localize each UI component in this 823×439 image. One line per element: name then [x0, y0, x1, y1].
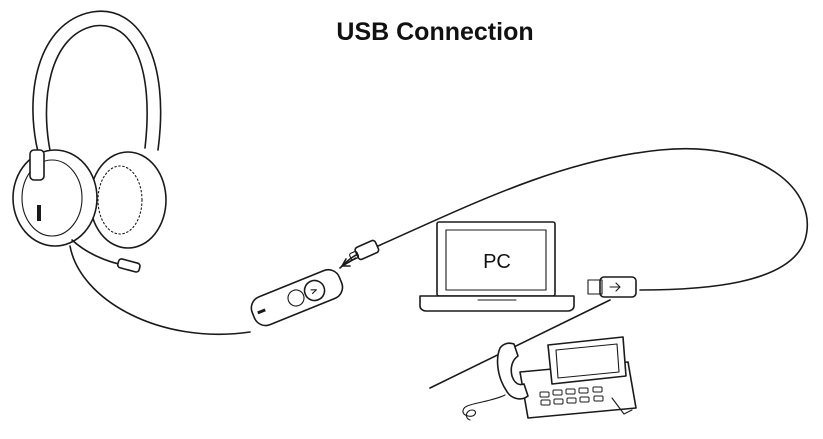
ear-mesh — [97, 165, 143, 235]
call-button — [303, 279, 326, 302]
pc-label: PC — [483, 251, 511, 273]
separator-line — [429, 299, 611, 389]
desk-phone — [462, 336, 637, 421]
headset-logo — [37, 205, 41, 221]
diagram-title: USB Connection — [336, 18, 534, 46]
usb-cable — [377, 148, 808, 291]
phone-handset — [496, 342, 529, 400]
connect-arrow-icon — [341, 257, 357, 267]
controller-button — [287, 289, 305, 307]
usb-a-plug — [587, 276, 637, 298]
laptop-pc: PC — [419, 221, 575, 312]
microphone — [116, 258, 141, 273]
inline-controller — [250, 268, 344, 327]
left-ear-cup — [12, 149, 98, 247]
headset-cable — [69, 245, 251, 336]
headset-illustration — [12, 10, 251, 336]
right-ear-cushion — [89, 151, 167, 249]
